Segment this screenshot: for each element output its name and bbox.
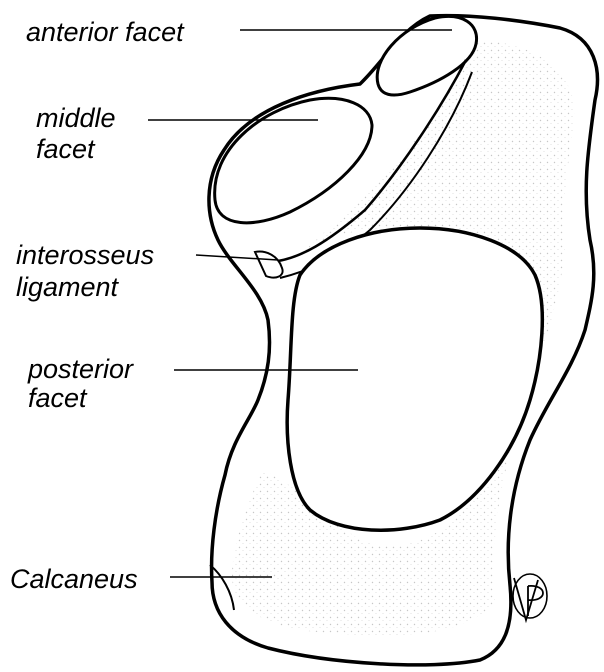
label-interosseus-line1: interosseus — [16, 243, 154, 268]
label-posterior-facet-line2: facet — [28, 386, 87, 411]
label-calcaneus: Calcaneus — [10, 567, 138, 592]
label-interosseus-line2: ligament — [16, 275, 118, 300]
label-anterior-facet: anterior facet — [26, 20, 184, 45]
label-middle-facet-line2: facet — [36, 137, 95, 162]
artist-monogram — [513, 574, 547, 620]
label-middle-facet-line1: middle — [36, 106, 116, 131]
label-posterior-facet-line1: posterior — [28, 357, 133, 382]
